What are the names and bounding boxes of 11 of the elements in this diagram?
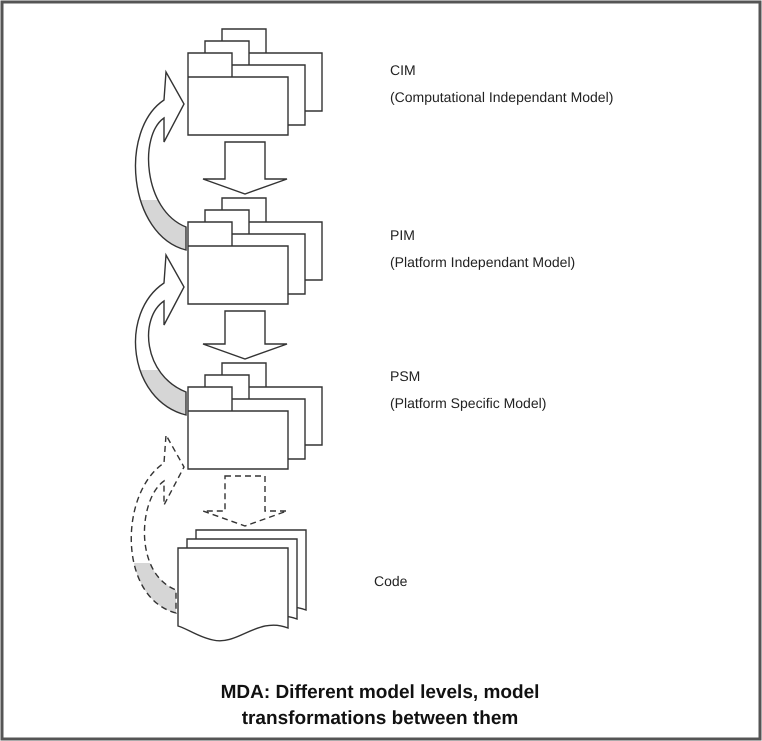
model-abbreviation: PIM [390, 226, 415, 244]
diagram-title: MDA: Different model levels, model transformations between them [220, 681, 540, 731]
model-abbreviation: CIM [390, 61, 416, 79]
model-abbreviation: Code [374, 572, 408, 590]
model-abbreviation: PSM [390, 367, 420, 385]
block-arrow [202, 141, 288, 195]
block-arrow [202, 475, 288, 527]
model-full-name: (Computational Independant Model) [390, 88, 614, 106]
block-arrow [202, 310, 288, 360]
model-full-name: (Platform Independant Model) [390, 253, 576, 271]
model-full-name: (Platform Specific Model) [390, 394, 546, 412]
